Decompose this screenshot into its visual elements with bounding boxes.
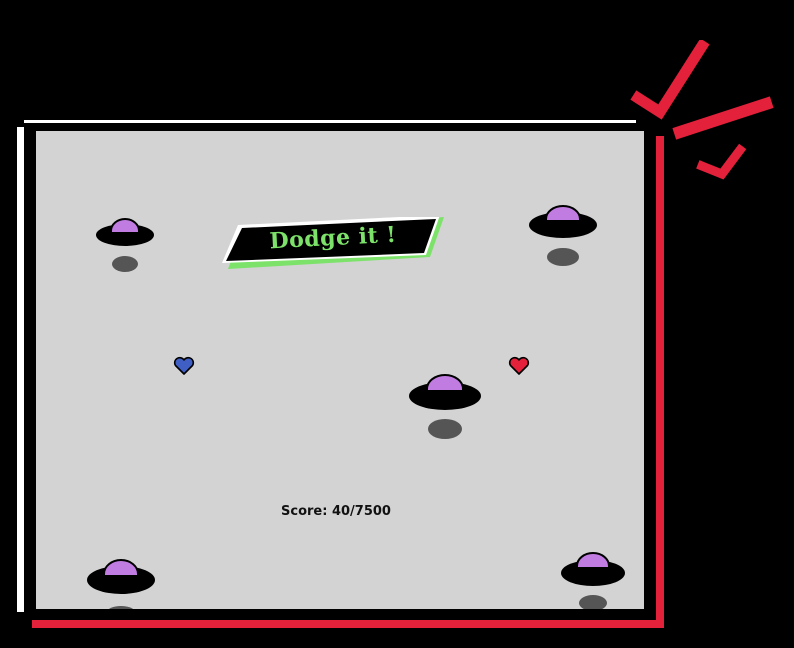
frame-red-right-edge — [656, 136, 664, 628]
ufo-icon — [523, 197, 603, 269]
frame-red-bottom-edge — [32, 620, 664, 628]
ufo-icon — [85, 209, 165, 281]
blue-heart-icon — [173, 356, 195, 376]
score-readout: Score: 40/7500 — [281, 504, 391, 519]
game-area[interactable]: Dodge it ! Score: 40/7500 — [36, 131, 644, 609]
frame-white-left-edge — [17, 127, 24, 612]
ufo-icon — [81, 556, 161, 609]
ufo-icon — [405, 367, 485, 439]
dodge-it-banner: Dodge it ! — [222, 217, 444, 273]
check-mark-icon — [630, 40, 774, 180]
red-heart-icon — [508, 356, 530, 376]
ufo-icon — [553, 546, 633, 609]
frame-white-top-edge — [24, 120, 636, 123]
